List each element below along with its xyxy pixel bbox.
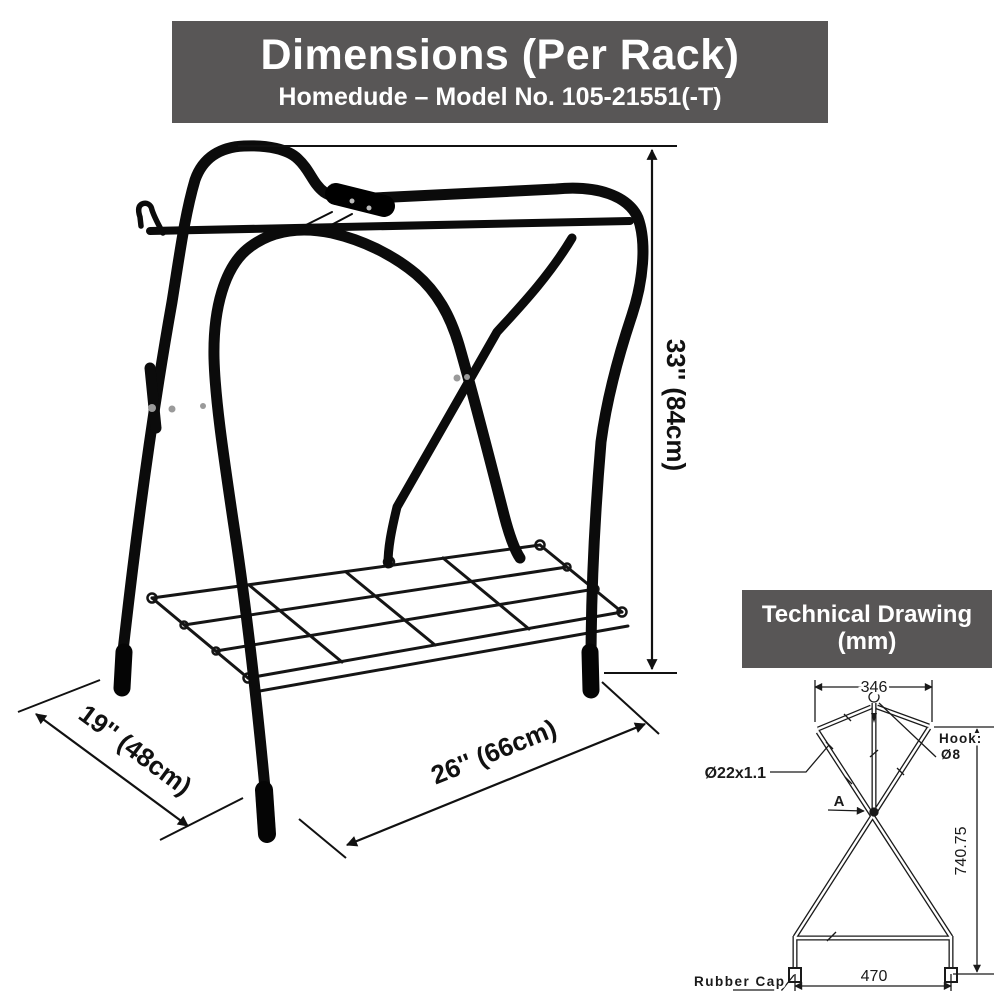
tech-section-callout: A	[827, 791, 865, 815]
rack-top-rail	[146, 217, 634, 235]
header-banner: Dimensions (Per Rack) Homedude – Model N…	[172, 21, 828, 123]
rack-clamp	[325, 183, 395, 217]
tech-hook-callout: Hook: Ø8	[878, 702, 984, 765]
tech-unit-label: (mm)	[837, 628, 897, 656]
tech-height-label: 740.75	[953, 826, 970, 875]
tube-core	[876, 705, 930, 728]
bolt	[168, 405, 176, 413]
width-dimension-label: 26'' (66cm)	[427, 713, 561, 790]
shelf-front-lip	[252, 624, 630, 694]
rack-inner-leg	[383, 233, 577, 569]
depth-dimension: 19'' (48cm)	[17, 679, 244, 841]
bolt	[200, 403, 206, 409]
shelf-cross-wire	[344, 570, 437, 647]
rubber-feet	[113, 643, 600, 843]
saddle-hook	[135, 200, 166, 236]
model-subtitle: Homedude – Model No. 105-21551(-T)	[278, 82, 722, 111]
saddle-rack-photo	[113, 140, 649, 843]
tube-core	[816, 731, 953, 938]
tech-frame-tube-cores	[793, 703, 953, 968]
leader-line	[770, 744, 830, 773]
tech-title: Technical Drawing	[761, 600, 973, 628]
clamp-brace-wire	[295, 211, 333, 231]
tech-hook-spec-label: Ø8	[941, 747, 961, 762]
page-title: Dimensions (Per Rack)	[260, 31, 740, 80]
tech-tube-spec-label: Ø22x1.1	[705, 765, 766, 782]
tech-top-width-dimension: 346	[814, 677, 933, 722]
shelf-cross-wire	[247, 583, 344, 664]
foot-back-left	[113, 643, 133, 697]
foot-front-left	[255, 781, 276, 843]
height-dimension-label: 33'' (84cm)	[661, 339, 691, 471]
joint-tick	[844, 776, 853, 785]
tech-top-width-label: 346	[861, 679, 888, 696]
leader-line	[878, 702, 937, 758]
foot-right	[581, 643, 600, 699]
tech-banner: Technical Drawing (mm)	[742, 590, 992, 668]
dimension-line	[345, 722, 647, 847]
shelf-wire-loop	[616, 606, 628, 618]
rack-main-frame	[116, 140, 649, 670]
bolt	[453, 374, 461, 382]
tech-section-label: A	[834, 793, 845, 810]
tech-base-width-label: 470	[861, 968, 888, 985]
dimension-line	[35, 713, 189, 827]
extension-line	[601, 681, 660, 735]
extension-line	[298, 818, 347, 859]
tube-core	[793, 727, 931, 938]
tech-height-dimension: 740.75	[934, 726, 994, 975]
tech-rubber-cap-label: Rubber Cap	[694, 974, 786, 989]
shelf-cross-wire	[150, 596, 250, 680]
joint-tick	[826, 931, 837, 942]
shelf-cross-wire	[441, 556, 531, 631]
tech-pivot-bolt	[869, 807, 879, 817]
rack-pivot-stub	[144, 362, 162, 434]
height-dimension: 33'' (84cm)	[238, 145, 691, 674]
joint-tick	[896, 767, 905, 776]
joint-tick	[869, 749, 879, 758]
shelf-wire-loop	[146, 592, 158, 604]
pivot-bolts	[148, 198, 470, 413]
shelf-wire-loop	[211, 646, 221, 656]
depth-dimension-label: 19'' (48cm)	[73, 698, 197, 801]
extension-line	[159, 797, 244, 841]
leader-line	[733, 974, 795, 991]
joint-tick	[825, 741, 834, 750]
clamp-brace-wire	[317, 213, 353, 233]
tech-base-width-dimension: 470	[794, 966, 952, 991]
tech-hook-ring	[868, 691, 880, 703]
bolt	[349, 198, 355, 204]
bolt	[148, 404, 156, 412]
section-arrow	[827, 806, 865, 815]
width-dimension: 26'' (66cm)	[298, 681, 660, 859]
extension-line	[17, 679, 101, 713]
bolt	[464, 374, 470, 380]
tube-core	[817, 705, 872, 731]
hook-pointer	[871, 713, 877, 723]
shelf-wire-loop	[562, 562, 572, 572]
tech-tube-spec-callout: Ø22x1.1	[702, 744, 830, 785]
rack-front-arch	[208, 224, 526, 816]
bolt	[366, 205, 372, 211]
shelf-wire-loop	[179, 620, 189, 630]
tech-rubber-cap-callout: Rubber Cap	[692, 972, 795, 992]
shelf-cross-wire	[538, 543, 624, 614]
tech-hook-label: Hook:	[939, 731, 982, 746]
shelf-wire-loop	[534, 539, 546, 551]
joint-tick	[843, 713, 852, 722]
technical-drawing: 346 740.75 470 Ø22x1.1 Hook: Ø8	[692, 677, 994, 992]
